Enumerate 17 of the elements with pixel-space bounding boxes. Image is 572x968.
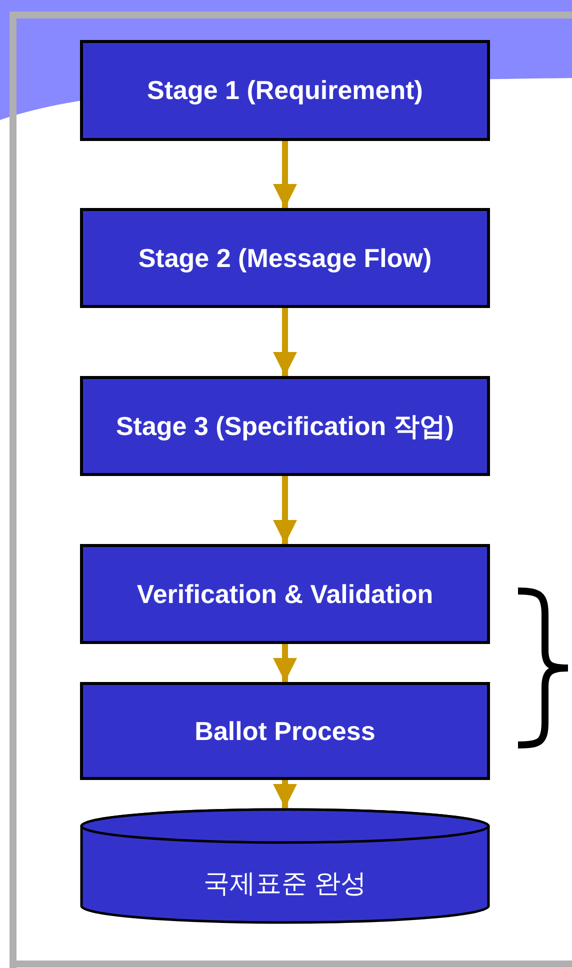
- process-box: [80, 544, 490, 644]
- database-cylinder: [80, 808, 490, 924]
- process-box: [80, 682, 490, 780]
- node-label: Stage 2 (Message Flow): [138, 242, 432, 274]
- process-box: [80, 40, 490, 141]
- arrow: [273, 644, 297, 682]
- arrow: [273, 476, 297, 544]
- arrow: [273, 780, 297, 808]
- arrow: [273, 141, 297, 208]
- node-label: 국제표준 완성: [203, 866, 367, 900]
- node-label: Stage 1 (Requirement): [147, 74, 423, 107]
- node-label: Ballot Process: [194, 714, 376, 748]
- process-box: [80, 376, 490, 476]
- node-label: Verification & Validation: [136, 578, 434, 610]
- process-box: [80, 208, 490, 308]
- node-label: Stage 3 (Specification 작업): [116, 410, 454, 442]
- arrow: [273, 308, 297, 376]
